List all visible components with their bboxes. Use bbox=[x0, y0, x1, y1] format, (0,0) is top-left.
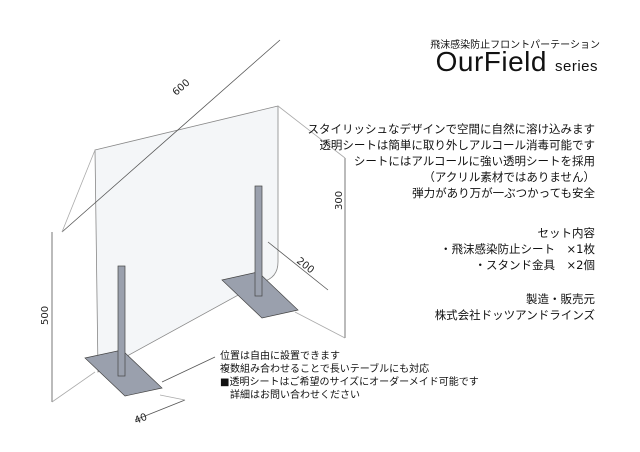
brand-title: OurField series bbox=[436, 46, 598, 78]
feature-description: スタイリッシュなデザインで空間に自然に溶け込みます 透明シートは簡単に取り外しア… bbox=[308, 121, 596, 201]
note-leader-line bbox=[161, 356, 216, 383]
note-line: 位置は自由に設置できます bbox=[220, 351, 340, 362]
dim-500: 500 bbox=[40, 306, 51, 325]
dimension-line-600 bbox=[61, 39, 281, 233]
feature-line: （アクリル素材ではありません） bbox=[423, 170, 595, 184]
maker-info: 製造・販売元 株式会社ドッツアンドラインズ bbox=[435, 291, 595, 323]
set-contents: セット内容 ・飛沫感染防止シート ×1枚 ・スタンド金具 ×2個 bbox=[440, 225, 595, 273]
feature-line: スタイリッシュなデザインで空間に自然に溶け込みます bbox=[307, 122, 596, 136]
dimension-line-200 bbox=[267, 241, 329, 291]
maker-title: 製造・販売元 bbox=[526, 292, 595, 306]
maker-name: 株式会社ドッツアンドラインズ bbox=[434, 308, 595, 322]
set-title: セット内容 bbox=[537, 226, 596, 240]
left-stand bbox=[84, 265, 163, 397]
note-line: 詳細はお問い合わせください bbox=[220, 390, 360, 401]
set-item: ・飛沫感染防止シート ×1枚 bbox=[440, 242, 595, 256]
dim-200: 200 bbox=[294, 256, 316, 276]
dim-40: 40 bbox=[133, 412, 149, 427]
feature-line: シートにはアルコールに強い透明シートを採用 bbox=[353, 154, 595, 168]
product-subtitle: 飛沫感染防止フロントパーテーション bbox=[430, 40, 600, 51]
notes: 位置は自由に設置できます 複数組み合わせることで長いテーブルにも対応 ■透明シー… bbox=[220, 350, 479, 402]
note-line: 複数組み合わせることで長いテーブルにも対応 bbox=[220, 364, 430, 375]
feature-line: 透明シートは簡単に取り外しアルコール消毒可能です bbox=[319, 138, 595, 152]
right-stand bbox=[221, 185, 299, 319]
dimension-line-40 bbox=[134, 399, 186, 421]
note-line: ■透明シートはご希望のサイズにオーダーメイド可能です bbox=[220, 377, 479, 388]
set-item: ・スタンド金具 ×2個 bbox=[474, 258, 595, 272]
brand-suffix: series bbox=[554, 58, 598, 75]
dim-600: 600 bbox=[171, 77, 193, 98]
dim-300: 300 bbox=[334, 191, 345, 210]
feature-line: 弾力があり万が一ぶつかっても安全 bbox=[412, 186, 595, 200]
brand-name: OurField bbox=[435, 46, 547, 77]
